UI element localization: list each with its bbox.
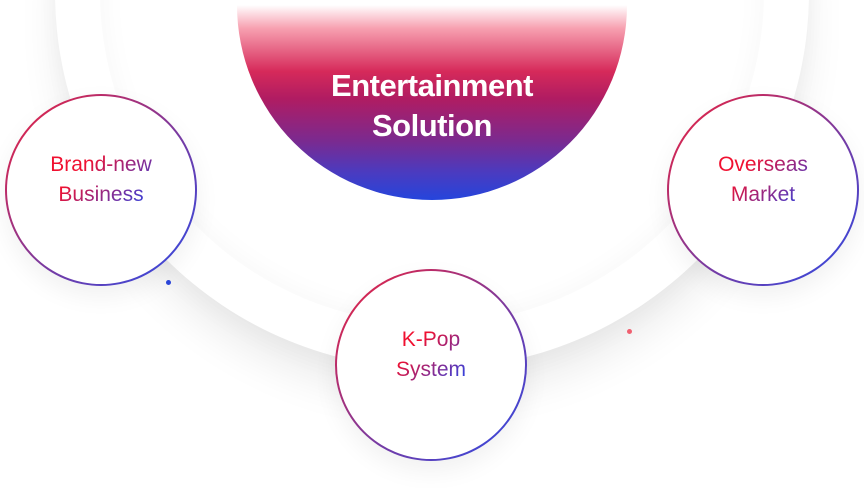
hub-title: Entertainment Solution <box>237 66 627 146</box>
hub-title-line1: Entertainment <box>331 68 533 103</box>
orbit-dot-blue <box>166 280 171 285</box>
node-label-line1: Brand-new <box>50 153 152 176</box>
node-brand-new-business: Brand-new Business <box>5 94 197 286</box>
node-label-line1: K-Pop <box>401 328 461 351</box>
node-label-line1: Overseas <box>718 153 808 176</box>
node-overseas-market: Overseas Market <box>667 94 859 286</box>
node-label-line2: System <box>395 358 466 381</box>
node-label-line2: Business <box>58 183 144 206</box>
hub-title-line2: Solution <box>372 108 492 143</box>
node-label-line2: Market <box>730 183 796 206</box>
node-kpop-system: K-Pop System <box>335 269 527 461</box>
orbit-dot-pink <box>627 329 632 334</box>
